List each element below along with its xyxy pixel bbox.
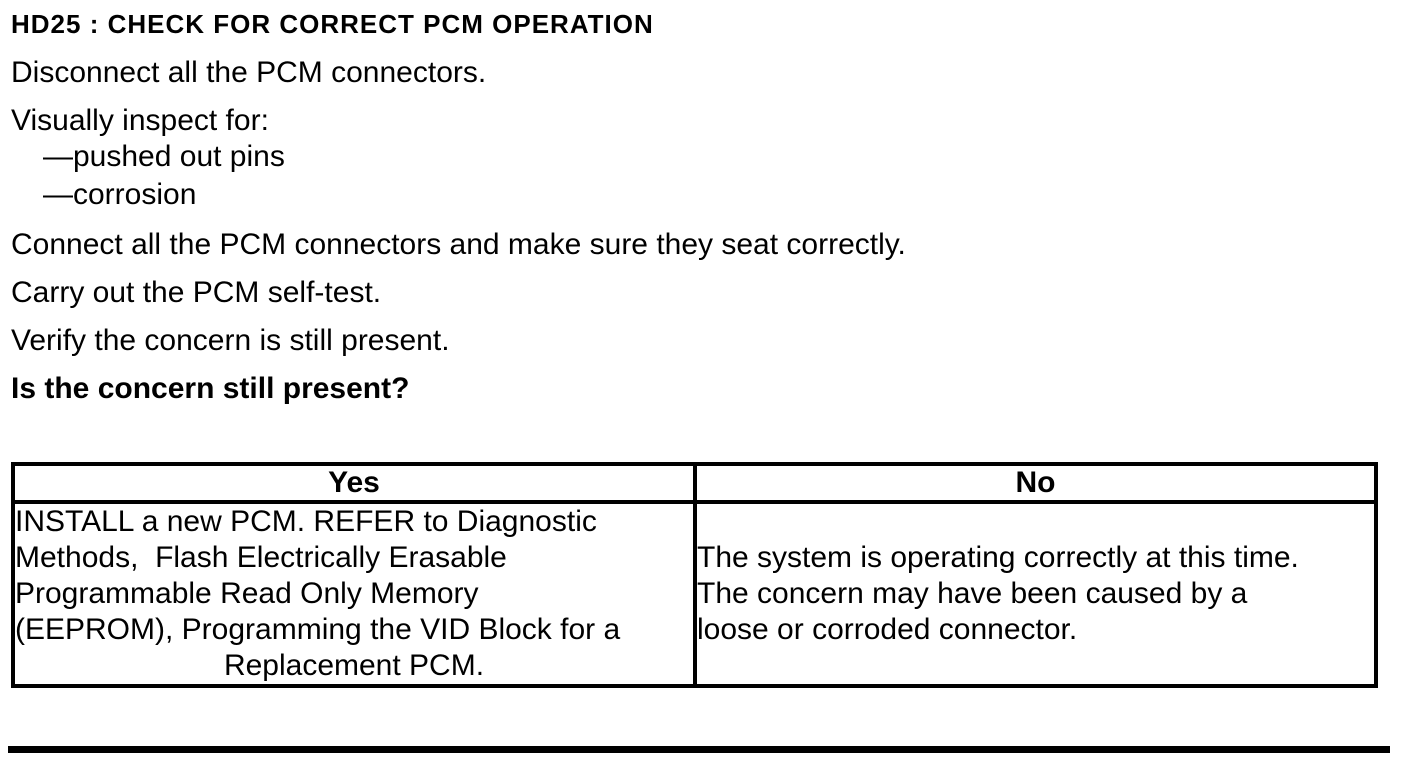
no-action-line: The concern may have been caused by a [697, 577, 1248, 610]
yes-action-line: INSTALL a new PCM. REFER to Diagnostic [15, 505, 597, 538]
page-title: HD25 : CHECK FOR CORRECT PCM OPERATION [11, 9, 654, 39]
yes-column-header: Yes [11, 462, 697, 504]
section-divider-rule [8, 746, 1390, 753]
no-action-line: loose or corroded connector. [697, 613, 1078, 646]
step-disconnect-connectors: Disconnect all the PCM connectors. [11, 56, 487, 89]
inspect-item-corrosion: —corrosion [43, 178, 197, 211]
no-action-line: The system is operating correctly at thi… [697, 541, 1299, 574]
yes-action-line: Programmable Read Only Memory [15, 577, 479, 610]
yes-no-decision-table: Yes No INSTALL a new PCM. REFER to Diagn… [11, 462, 1378, 688]
decision-question: Is the concern still present? [11, 372, 410, 405]
decision-table-body-row: INSTALL a new PCM. REFER to Diagnostic M… [11, 500, 1378, 688]
no-action-cell: The system is operating correctly at thi… [693, 500, 1378, 688]
yes-action-line: (EEPROM), Programming the VID Block for … [15, 613, 621, 646]
decision-table-header-row: Yes No [11, 462, 1378, 504]
yes-action-cell: INSTALL a new PCM. REFER to Diagnostic M… [11, 500, 697, 688]
step-connect-connectors: Connect all the PCM connectors and make … [11, 228, 906, 261]
yes-action-line: Methods, Flash Electrically Erasable [15, 541, 507, 574]
yes-action-line-centered: Replacement PCM. [223, 649, 485, 682]
inspect-item-pushed-out-pins: —pushed out pins [43, 140, 285, 173]
step-verify-concern: Verify the concern is still present. [11, 324, 450, 357]
no-column-header: No [693, 462, 1378, 504]
step-visually-inspect: Visually inspect for: [11, 104, 269, 137]
step-pcm-self-test: Carry out the PCM self-test. [11, 276, 382, 309]
